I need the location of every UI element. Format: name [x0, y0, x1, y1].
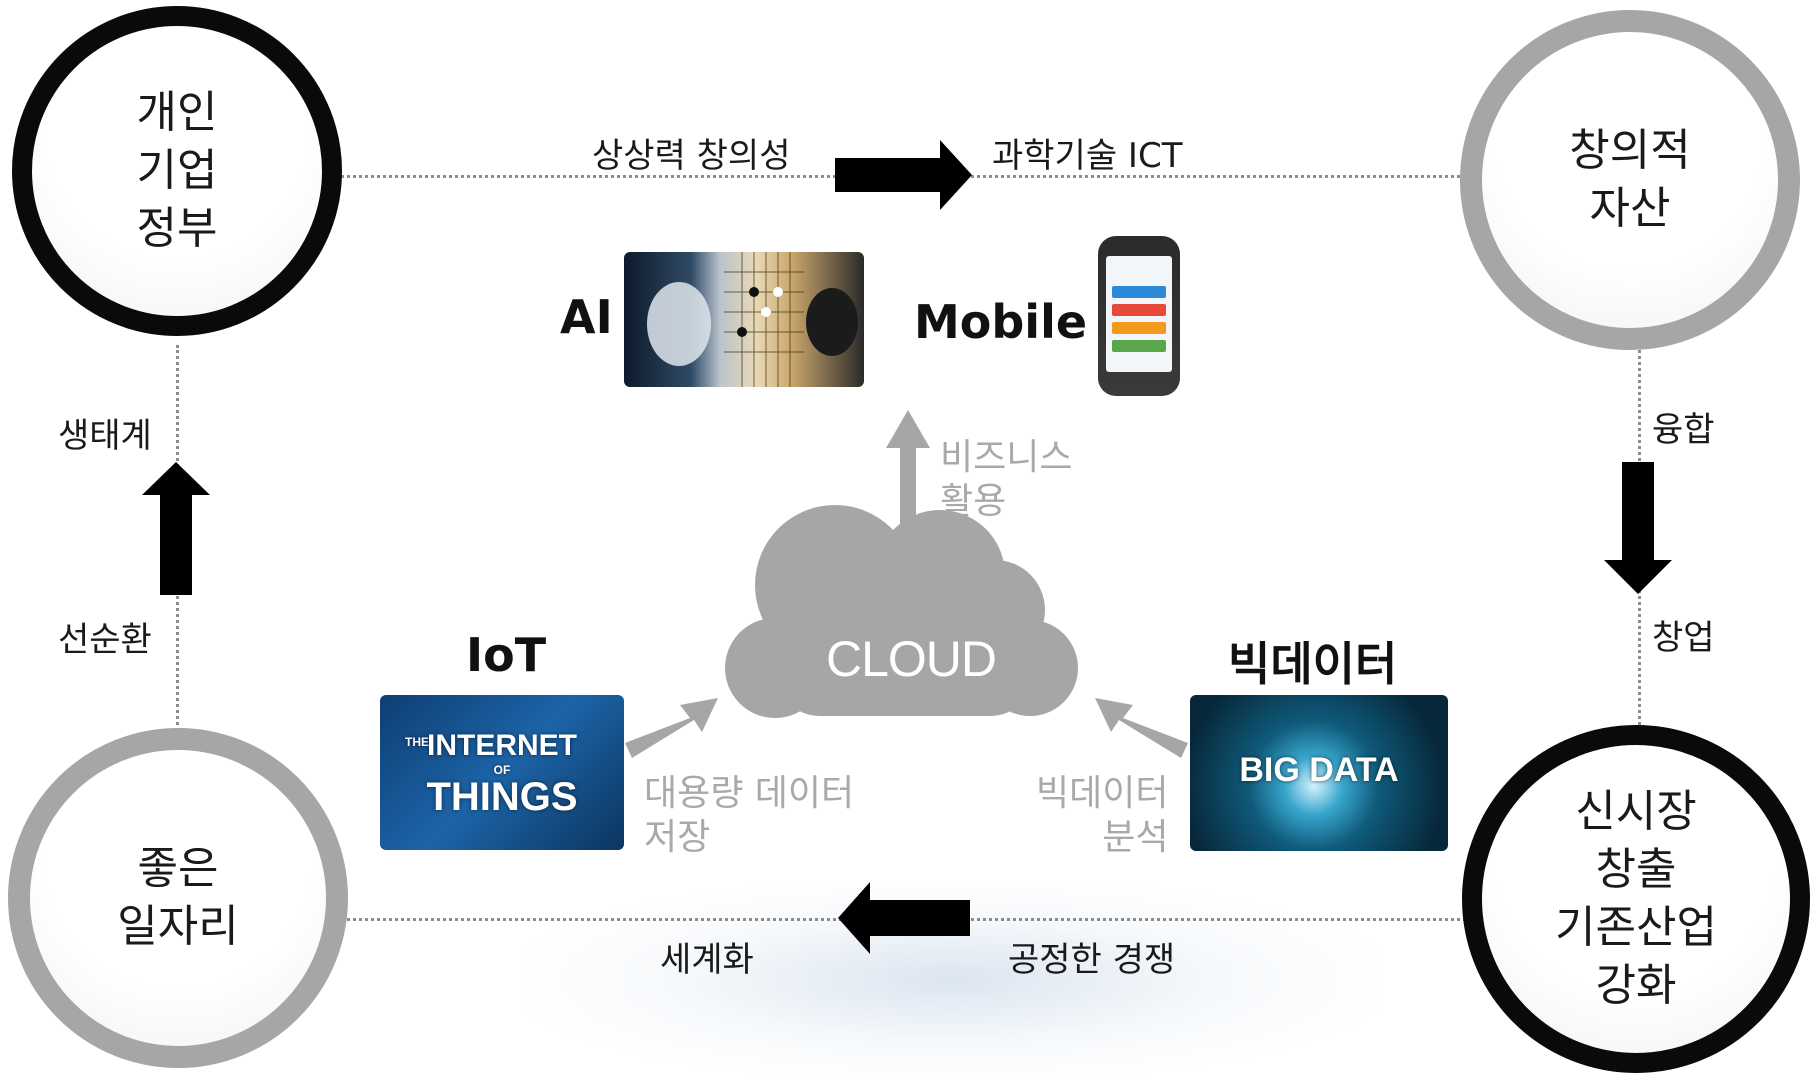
iot-arrow — [625, 698, 718, 758]
label-line: 대용량 데이터 — [644, 773, 855, 814]
app-tile — [1112, 340, 1166, 352]
circle-line: 정부 — [136, 203, 218, 254]
circle-top-left-text: 개인 기업 정부 — [137, 84, 218, 258]
label-convergence: 융합 — [1652, 410, 1715, 450]
label-globalization: 세계화 — [660, 940, 754, 980]
circle-line: 기존산업 — [1555, 902, 1717, 953]
iot-text-of: OF — [493, 763, 511, 777]
label-line: 빅데이터 — [1036, 773, 1169, 814]
label-mobile: Mobile — [914, 295, 1088, 349]
label-business-use: 비즈니스 활용 — [940, 436, 1072, 524]
circle-line: 개인 — [136, 87, 218, 138]
label-storage: 대용량 데이터 저장 — [644, 772, 854, 860]
iot-text-things: THINGS — [426, 775, 578, 819]
circle-line: 신시장 — [1575, 786, 1697, 837]
label-ai: AI — [560, 290, 613, 344]
circle-line: 창출 — [1595, 844, 1677, 895]
circle-bottom-right-text: 신시장 창출 기존산업 강화 — [1555, 783, 1717, 1015]
bigdata-image: BIG DATA — [1190, 695, 1448, 851]
mobile-phone-image — [1098, 236, 1180, 396]
cloud-up-arrow-head — [886, 410, 930, 448]
phone-screen — [1106, 256, 1172, 372]
iot-text-the: THE — [405, 735, 429, 749]
app-tile — [1112, 304, 1166, 316]
bottom-left-arrow — [838, 882, 970, 954]
go-board-icon — [647, 252, 858, 387]
iot-text-internet: INTERNET — [427, 729, 577, 762]
app-tile — [1112, 286, 1166, 298]
label-ecosystem: 생태계 — [58, 416, 152, 456]
app-tile — [1112, 322, 1166, 334]
ai-go-image — [624, 252, 864, 387]
circle-top-right-text: 창의적 자산 — [1569, 122, 1690, 238]
label-line: 비즈니스 — [940, 437, 1073, 478]
label-startup: 창업 — [1652, 618, 1715, 658]
right-down-arrow — [1604, 462, 1672, 594]
circle-line: 창의적 — [1569, 125, 1691, 176]
circle-line: 좋은 — [137, 843, 219, 894]
top-right-arrow — [835, 140, 972, 210]
label-analysis: 빅데이터 분석 — [1036, 772, 1168, 860]
circle-line: 자산 — [1589, 183, 1671, 234]
circle-line: 일자리 — [117, 901, 239, 952]
circle-line: 강화 — [1595, 960, 1677, 1011]
label-virtuous-cycle: 선순환 — [58, 620, 152, 660]
label-line: 활용 — [940, 481, 1007, 522]
label-fair-competition: 공정한 경쟁 — [1008, 940, 1176, 980]
label-iot: IoT — [466, 628, 547, 682]
label-bigdata: 빅데이터 — [1228, 637, 1398, 691]
label-line: 저장 — [644, 817, 711, 858]
label-imagination-creativity: 상상력 창의성 — [592, 136, 791, 176]
bigdata-text: BIG DATA — [1239, 751, 1399, 789]
cloud-base — [775, 620, 1035, 716]
label-science-ict: 과학기술 ICT — [992, 136, 1183, 176]
cloud-label: CLOUD — [826, 631, 997, 687]
label-line: 분석 — [1102, 817, 1169, 858]
circle-new-market: 신시장 창출 기존산업 강화 — [1462, 725, 1810, 1073]
circle-line: 기업 — [136, 145, 218, 196]
left-up-arrow — [142, 462, 210, 595]
iot-image: THE INTERNET OF THINGS — [380, 695, 624, 850]
bigdata-arrow — [1095, 698, 1188, 758]
circle-bottom-left-text: 좋은 일자리 — [117, 840, 238, 956]
